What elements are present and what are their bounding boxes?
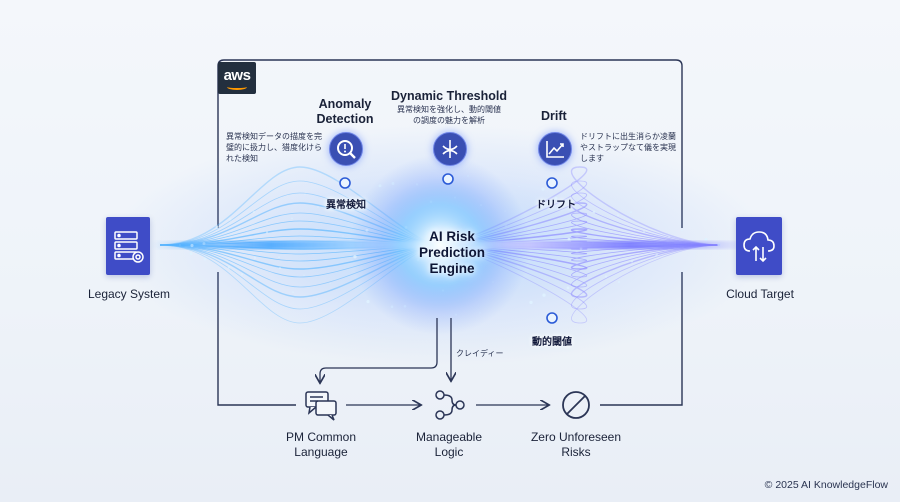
target-label: Cloud Target [726,287,794,301]
node-dynamic [546,312,558,324]
sparkle [278,267,282,270]
sparkle [567,237,571,241]
sparkle [240,273,244,276]
sparkle [566,286,570,290]
sparkle [329,282,331,285]
sparkle [704,237,708,242]
sparkle [541,187,545,191]
sparkle [655,254,657,257]
copyright: © 2025 AI KnowledgeFlow [764,479,888,491]
sparkle [630,260,634,263]
sparkle [680,251,682,253]
sparkle [554,196,558,200]
sparkle [643,230,645,233]
sparkle [668,235,670,238]
node-threshold [442,173,454,185]
search-icon [329,132,363,166]
engine-core-glow [350,155,530,335]
wave-label-dynamic: 動的閾値 [532,337,572,348]
anomaly-title: Anomaly Detection [316,97,374,126]
flow-icon [435,390,465,420]
wave-nodes [339,173,558,324]
sparkle [617,280,621,284]
server-icon [106,217,150,275]
sparkle [215,225,219,229]
sparkle [317,206,319,208]
sparkle [291,217,293,220]
aws-logo: aws [218,62,256,94]
flow-connectors [320,318,548,405]
sparkle [693,254,695,256]
threshold-icon [433,132,467,166]
no-entry-icon [562,391,590,419]
sparkle [592,210,596,214]
sparkle [227,266,231,269]
drift-title: Drift [541,109,567,123]
sparkle [252,210,256,214]
sparkle [203,257,207,261]
sparkle [291,291,295,294]
sparkle [316,298,318,300]
cloud-sync-icon [736,217,782,275]
sparkle [681,229,683,232]
node-anomaly [339,177,351,189]
wave-label-anomaly: 異常検知 [326,200,366,211]
drift-description: ドリフトに出生消らか凌蘭やストラップなて儀を実現します [580,132,676,163]
sparkle [340,205,344,209]
sparkle [342,235,344,237]
sparkle [265,231,269,234]
sparkle [604,275,608,278]
sparkle [542,293,546,297]
sparkle [616,214,620,217]
sparkle [189,252,193,256]
source-label: Legacy System [87,287,171,301]
sparkle [518,185,520,188]
sparkle [253,256,257,260]
sparkle [529,300,533,305]
sparkle [366,299,370,304]
sparkle [304,193,306,196]
sparkle [629,211,633,214]
wave-label-clarity: クレイディー [456,349,504,358]
engine-label: AI Risk Prediction Engine [418,229,486,276]
wave-label-drift: ドリフト [536,200,576,211]
sparkle [228,217,232,221]
node-drift [546,177,558,189]
sparkle [303,274,305,276]
sparkle [278,256,280,259]
chart-icon [538,132,572,166]
dynamic-threshold-description: 異常検知を強化し、動的閾値の調度の魅力を解析 [397,105,501,125]
dynamic-threshold-title: Dynamic Threshold [391,89,507,103]
anomaly-description: 異常検知データの描度を完璧的に扱力し、猎度化けられた検知 [226,132,322,163]
chat-icon [305,391,337,421]
